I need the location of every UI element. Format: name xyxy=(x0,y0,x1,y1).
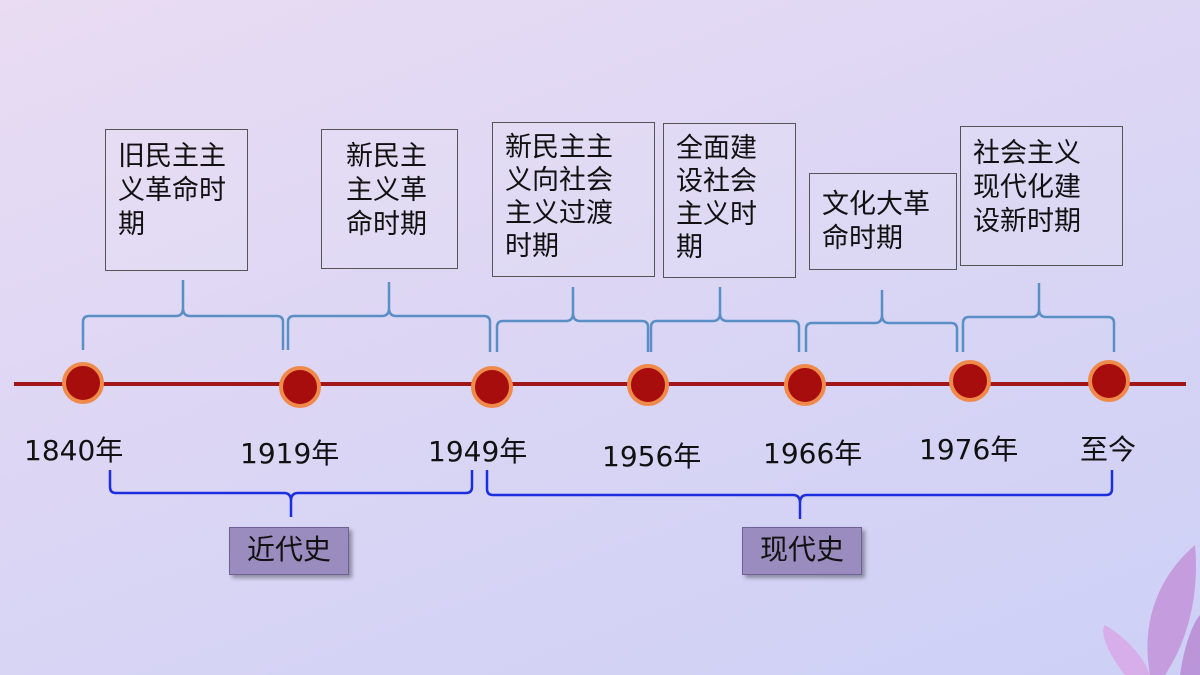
timeline-node-1840 xyxy=(62,362,104,404)
timeline-node-present xyxy=(1088,360,1130,402)
period-box-cultural-revolution: 文化大革 命时期 xyxy=(809,173,957,270)
year-label-1976: 1976年 xyxy=(919,433,1019,466)
upper-brace-6 xyxy=(961,283,1116,352)
year-label-1949: 1949年 xyxy=(428,435,528,468)
timeline-node-1976 xyxy=(949,360,991,402)
year-label-1840: 1840年 xyxy=(24,434,124,467)
decorative-flower xyxy=(1103,545,1200,675)
timeline-nodes xyxy=(62,360,1130,408)
timeline-node-1919 xyxy=(279,366,321,408)
year-label-1919: 1919年 xyxy=(240,437,340,470)
upper-brace-1 xyxy=(81,280,285,350)
period-box-new-democratic: 新民主 主义革 命时期 xyxy=(321,129,458,269)
timeline-node-1956 xyxy=(627,364,669,406)
year-label-1956: 1956年 xyxy=(602,440,702,473)
timeline-node-1966 xyxy=(784,364,826,406)
upper-brace-5 xyxy=(804,290,959,352)
period-box-old-democratic: 旧民主主 义革命时 期 xyxy=(105,129,248,271)
upper-braces xyxy=(81,280,1116,352)
upper-brace-3 xyxy=(495,287,650,352)
upper-brace-4 xyxy=(649,287,801,352)
year-label-present: 至今 xyxy=(1080,433,1137,466)
period-box-transition: 新民主主 义向社会 主义过渡 时期 xyxy=(492,122,655,277)
era-label-modern: 现代史 xyxy=(742,527,862,575)
year-label-1966: 1966年 xyxy=(763,437,863,470)
period-box-full-construction: 全面建 设社会 主义时 期 xyxy=(663,123,796,278)
lower-brace-modern xyxy=(485,470,1114,519)
lower-braces xyxy=(108,470,1114,519)
era-label-modern-early: 近代史 xyxy=(229,527,349,575)
lower-brace-modern-early xyxy=(108,470,474,517)
period-box-modernization: 社会主义 现代化建 设新时期 xyxy=(960,126,1123,266)
upper-brace-2 xyxy=(286,282,492,352)
timeline-node-1949 xyxy=(471,366,513,408)
